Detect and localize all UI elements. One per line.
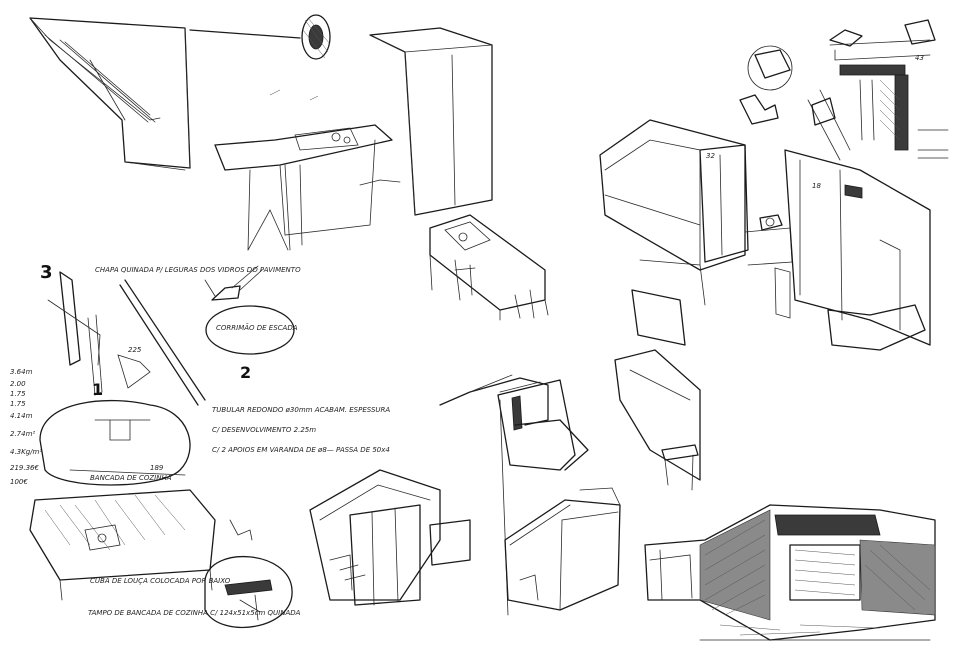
- number-two: 2: [240, 363, 251, 382]
- measure-2: 2.00: [10, 380, 26, 388]
- note-bancada: BANCADA DE COZINHA: [90, 474, 172, 482]
- dim-225: 225: [128, 346, 142, 354]
- right-label-32: 32: [706, 152, 715, 160]
- note-chapa: CHAPA QUINADA P/ LEGURAS DOS VIDROS DO P…: [95, 266, 301, 274]
- measure-1: 3.64m: [10, 368, 33, 376]
- measure-6: 2.74m²: [10, 430, 35, 438]
- note-tubular: TUBULAR REDONDO ø30mm ACABAM. ESPESSURA: [212, 406, 390, 414]
- sketch-wall-stool: [614, 349, 701, 491]
- note-apoios: C/ 2 APOIOS EM VARANDA DE ø8— PASSA DE 5…: [212, 446, 390, 454]
- right-label-18: 18: [812, 182, 821, 190]
- number-one: 1: [92, 380, 103, 399]
- note-cuba: CUBA DE LOUÇA COLOCADA POR BAIXO: [90, 577, 231, 585]
- sketch-kitchen-tall-cabinet: [214, 27, 493, 251]
- number-three: 3: [40, 262, 53, 283]
- measure-4: 1.75: [10, 400, 26, 408]
- sketch-island-counter: [429, 214, 549, 321]
- sketch-wall-swing: [29, 14, 331, 171]
- measure-3: 1.75: [10, 390, 26, 398]
- note-tampo: TAMPO DE BANCADA DE COZINHA C/ 124x51x5c…: [88, 609, 301, 617]
- sketch-shaded-perspective: [644, 504, 936, 641]
- sketch-corner-detail: 43: [739, 19, 949, 161]
- measure-9: 100€: [10, 478, 28, 486]
- measure-5: 4.14m: [10, 412, 33, 420]
- note-corrimao: CORRIMÃO DE ESCADA: [216, 323, 298, 332]
- note-desenvolvimento: C/ DESENVOLVIMENTO 2.25m: [212, 426, 316, 434]
- measure-8: 219.36€: [10, 464, 39, 472]
- sketch-glass-balcony: 18 32: [599, 119, 931, 351]
- sketch-house-axonometric: [309, 374, 621, 616]
- sketch-handrail-detail: 3 1 CHAPA QUINADA P/ LEGURAS DOS VIDROS …: [40, 262, 390, 454]
- sketch-kitchen-worktop: BANCADA DE COZINHA 189 225 CUBA DE LOUÇA…: [29, 346, 301, 629]
- dim-189: 189: [150, 464, 164, 472]
- right-label-43: 43: [915, 54, 924, 62]
- measure-7: 4.3Kg/m²: [10, 448, 42, 456]
- measurements-list: 3.64m 2.00 1.75 1.75 4.14m 2.74m² 4.3Kg/…: [10, 368, 42, 486]
